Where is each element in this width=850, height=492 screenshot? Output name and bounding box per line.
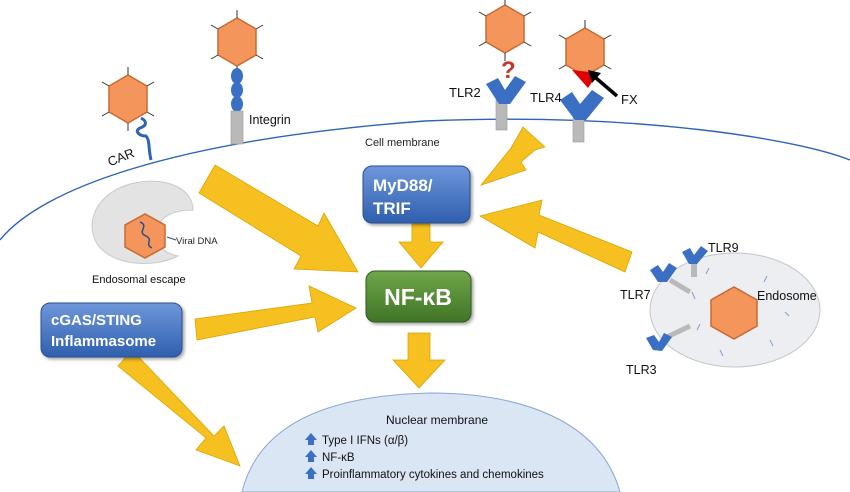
nucleus-list: Type I IFNs (α/β) NF-κB Proinflammatory … [305, 433, 544, 481]
virus-endosome [710, 286, 758, 340]
tlr2-label: TLR2 [449, 85, 481, 100]
up-arrow-icon [305, 467, 317, 479]
nfkb-box [365, 270, 472, 323]
arrow-tlr-to-myd88 [479, 126, 546, 186]
nfkb-label: NF-κB [384, 284, 452, 310]
fx-pointer-arrow [594, 76, 619, 98]
car-receptor [135, 116, 153, 161]
arrow-cgas-to-nucleus [117, 349, 241, 467]
arrow-endosome-to-myd88 [478, 199, 633, 273]
myd88-label-line1: MyD88/ [373, 176, 433, 195]
nuclear-membrane-label: Nuclear membrane [386, 413, 488, 427]
nucleus-item-ifn: Type I IFNs (α/β) [322, 435, 408, 447]
cgas-label-line2: Inflammasome [51, 333, 156, 350]
arrow-integrin-to-nfkb [198, 164, 359, 273]
virus-integrin [210, 9, 264, 75]
up-arrow-icon [305, 433, 317, 445]
viral-dna-label: Viral DNA [176, 236, 218, 247]
tlr2-receptor [486, 76, 526, 131]
question-mark: ? [501, 57, 516, 84]
fx-pointer-arrowhead [588, 70, 601, 83]
cell-membrane-label: Cell membrane [365, 137, 440, 149]
arrow-nfkb-to-nucleus [392, 332, 446, 389]
viral-dna-pointer [166, 236, 177, 241]
endosome-speckles [691, 267, 790, 357]
tlr7-receptor [650, 263, 692, 295]
arrow-myd88-to-nfkb [398, 223, 444, 269]
car-label: CAR [105, 145, 136, 169]
virus-tlr2 [478, 0, 532, 62]
arrow-cgas-to-nfkb [194, 285, 357, 341]
tlr3-label: TLR3 [626, 363, 657, 377]
cgas-label-line1: cGAS/STING [51, 312, 142, 329]
integrin-receptor [230, 68, 244, 145]
tlr3-receptor [646, 323, 692, 351]
myd88-trif-box [362, 165, 471, 224]
cell-membrane [0, 118, 850, 241]
nucleus-item-nfkb: NF-κB [322, 452, 355, 464]
fx-label: FX [621, 92, 638, 107]
endosomal-escape-label: Endosomal escape [92, 274, 186, 286]
endosome-label: Endosome [757, 289, 817, 303]
myd88-label-line2: TRIF [373, 199, 411, 218]
nucleus-item-cytokines: Proinflammatory cytokines and chemokines [322, 469, 544, 481]
virus-endosomal [124, 213, 166, 259]
nucleus [241, 392, 621, 492]
up-arrow-icon [305, 450, 317, 462]
tlr9-receptor [682, 246, 708, 277]
tlr4-label: TLR4 [530, 90, 562, 105]
tlr9-label: TLR9 [708, 241, 739, 255]
tlr4-receptor [560, 90, 604, 143]
tlr7-label: TLR7 [620, 288, 651, 302]
integrin-label: Integrin [249, 113, 291, 127]
cgas-sting-box [40, 302, 183, 358]
